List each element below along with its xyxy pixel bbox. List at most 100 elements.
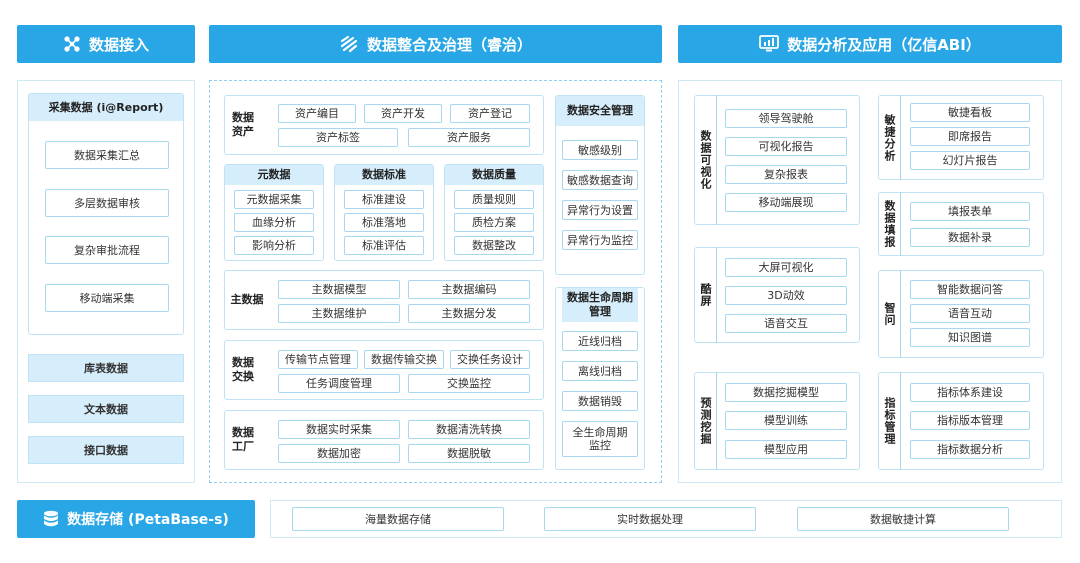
storage-item[interactable]: 数据敏捷计算: [797, 507, 1009, 531]
quality-item[interactable]: 质检方案: [454, 213, 534, 232]
divider: [900, 95, 901, 180]
security-item[interactable]: 敏感级别: [562, 140, 638, 160]
indicator-item[interactable]: 指标版本管理: [910, 411, 1030, 430]
factory-item[interactable]: 数据加密: [278, 444, 400, 463]
metadata-item[interactable]: 影响分析: [234, 236, 314, 255]
lifecycle-item[interactable]: 离线归档: [562, 361, 638, 381]
data-quality-title: 数据质量: [445, 165, 543, 185]
asset-item[interactable]: 资产开发: [364, 104, 442, 123]
fill-item[interactable]: 数据补录: [910, 228, 1030, 247]
agile-item[interactable]: 幻灯片报告: [910, 151, 1030, 170]
source-table-data[interactable]: 库表数据: [28, 354, 184, 382]
data-assets-label: 数据资产: [232, 111, 254, 138]
asset-item[interactable]: 资产服务: [408, 128, 530, 147]
cool-item[interactable]: 语音交互: [725, 314, 847, 333]
data-fill-label: 数据填报: [883, 200, 896, 248]
factory-item[interactable]: 数据清洗转换: [408, 420, 530, 439]
data-factory-label: 数据工厂: [232, 426, 254, 453]
security-item[interactable]: 异常行为设置: [562, 200, 638, 220]
nodes-icon: [64, 36, 80, 52]
header-title: 数据分析及应用（亿信ABI）: [787, 35, 981, 54]
smart-item[interactable]: 知识图谱: [910, 328, 1030, 347]
agile-item[interactable]: 敏捷看板: [910, 103, 1030, 122]
master-data-label: 主数据: [230, 293, 264, 306]
asset-item[interactable]: 资产标签: [278, 128, 398, 147]
indicator-mgmt-label: 指标管理: [883, 397, 896, 445]
source-api-data[interactable]: 接口数据: [28, 436, 184, 464]
metadata-item[interactable]: 元数据采集: [234, 190, 314, 209]
factory-item[interactable]: 数据脱敏: [408, 444, 530, 463]
factory-item[interactable]: 数据实时采集: [278, 420, 400, 439]
fill-item[interactable]: 填报表单: [910, 202, 1030, 221]
smart-item[interactable]: 智能数据问答: [910, 280, 1030, 299]
indicator-item[interactable]: 指标体系建设: [910, 383, 1030, 402]
metadata-item[interactable]: 血缘分析: [234, 213, 314, 232]
header-data-ingest: 数据接入: [17, 25, 195, 63]
smart-qa-label: 智问: [883, 302, 896, 326]
header-title: 数据接入: [88, 35, 149, 54]
collect-item[interactable]: 多层数据审核: [45, 189, 169, 217]
data-exchange-label: 数据交换: [232, 356, 254, 383]
standard-item[interactable]: 标准建设: [344, 190, 424, 209]
master-item[interactable]: 主数据模型: [278, 280, 400, 299]
exchange-item[interactable]: 交换监控: [408, 374, 530, 393]
mining-item[interactable]: 数据挖掘模型: [725, 383, 847, 402]
divider: [716, 372, 717, 470]
agile-label: 敏捷分析: [883, 114, 896, 162]
visual-item[interactable]: 移动端展现: [725, 193, 847, 212]
visual-item[interactable]: 复杂报表: [725, 165, 847, 184]
lifecycle-item[interactable]: 近线归档: [562, 331, 638, 351]
asset-item[interactable]: 资产编目: [278, 104, 356, 123]
storage-item[interactable]: 实时数据处理: [544, 507, 756, 531]
divider: [716, 95, 717, 225]
standard-item[interactable]: 标准评估: [344, 236, 424, 255]
data-standard-title: 数据标准: [335, 165, 433, 185]
security-item[interactable]: 异常行为监控: [562, 230, 638, 250]
master-item[interactable]: 主数据维护: [278, 304, 400, 323]
mining-item[interactable]: 模型训练: [725, 411, 847, 430]
exchange-item[interactable]: 交换任务设计: [450, 350, 530, 369]
collect-item[interactable]: 复杂审批流程: [45, 236, 169, 264]
smart-item[interactable]: 语音互动: [910, 304, 1030, 323]
metadata-title: 元数据: [225, 165, 323, 185]
storage-item[interactable]: 海量数据存储: [292, 507, 504, 531]
collect-data-title: 采集数据 (i@Report): [29, 94, 183, 121]
security-item[interactable]: 敏感数据查询: [562, 170, 638, 190]
quality-item[interactable]: 数据整改: [454, 236, 534, 255]
exchange-item[interactable]: 传输节点管理: [278, 350, 358, 369]
standard-item[interactable]: 标准落地: [344, 213, 424, 232]
master-item[interactable]: 主数据分发: [408, 304, 530, 323]
divider: [900, 270, 901, 358]
header-data-storage: 数据存储 (PetaBase-s): [17, 500, 255, 538]
header-title: 数据整合及治理（睿治）: [366, 35, 532, 54]
divider: [900, 192, 901, 256]
master-item[interactable]: 主数据编码: [408, 280, 530, 299]
visual-item[interactable]: 可视化报告: [725, 137, 847, 156]
collect-item[interactable]: 移动端采集: [45, 284, 169, 312]
header-data-analysis: 数据分析及应用（亿信ABI）: [678, 25, 1062, 63]
lifecycle-item[interactable]: 数据销毁: [562, 391, 638, 411]
lifecycle-item[interactable]: 全生命周期监控: [562, 421, 638, 457]
asset-item[interactable]: 资产登记: [450, 104, 530, 123]
exchange-item[interactable]: 数据传输交换: [364, 350, 444, 369]
mining-item[interactable]: 模型应用: [725, 440, 847, 459]
collect-item[interactable]: 数据采集汇总: [45, 141, 169, 169]
exchange-item[interactable]: 任务调度管理: [278, 374, 400, 393]
prediction-mining-label: 预测挖掘: [699, 397, 712, 445]
indicator-item[interactable]: 指标数据分析: [910, 440, 1030, 459]
header-title: 数据存储 (PetaBase-s): [67, 512, 229, 528]
database-icon: [44, 510, 59, 527]
monitor-chart-icon: [759, 35, 780, 52]
divider: [716, 247, 717, 343]
hash-icon: [340, 35, 358, 53]
data-lifecycle-title: 数据生命周期管理: [562, 288, 638, 322]
divider: [900, 372, 901, 470]
visualization-label: 数据可视化: [699, 130, 712, 190]
agile-item[interactable]: 即席报告: [910, 127, 1030, 146]
visual-item[interactable]: 领导驾驶舱: [725, 109, 847, 128]
source-text-data[interactable]: 文本数据: [28, 395, 184, 423]
header-data-governance: 数据整合及治理（睿治）: [209, 25, 662, 63]
quality-item[interactable]: 质量规则: [454, 190, 534, 209]
cool-item[interactable]: 大屏可视化: [725, 258, 847, 277]
cool-item[interactable]: 3D动效: [725, 286, 847, 305]
